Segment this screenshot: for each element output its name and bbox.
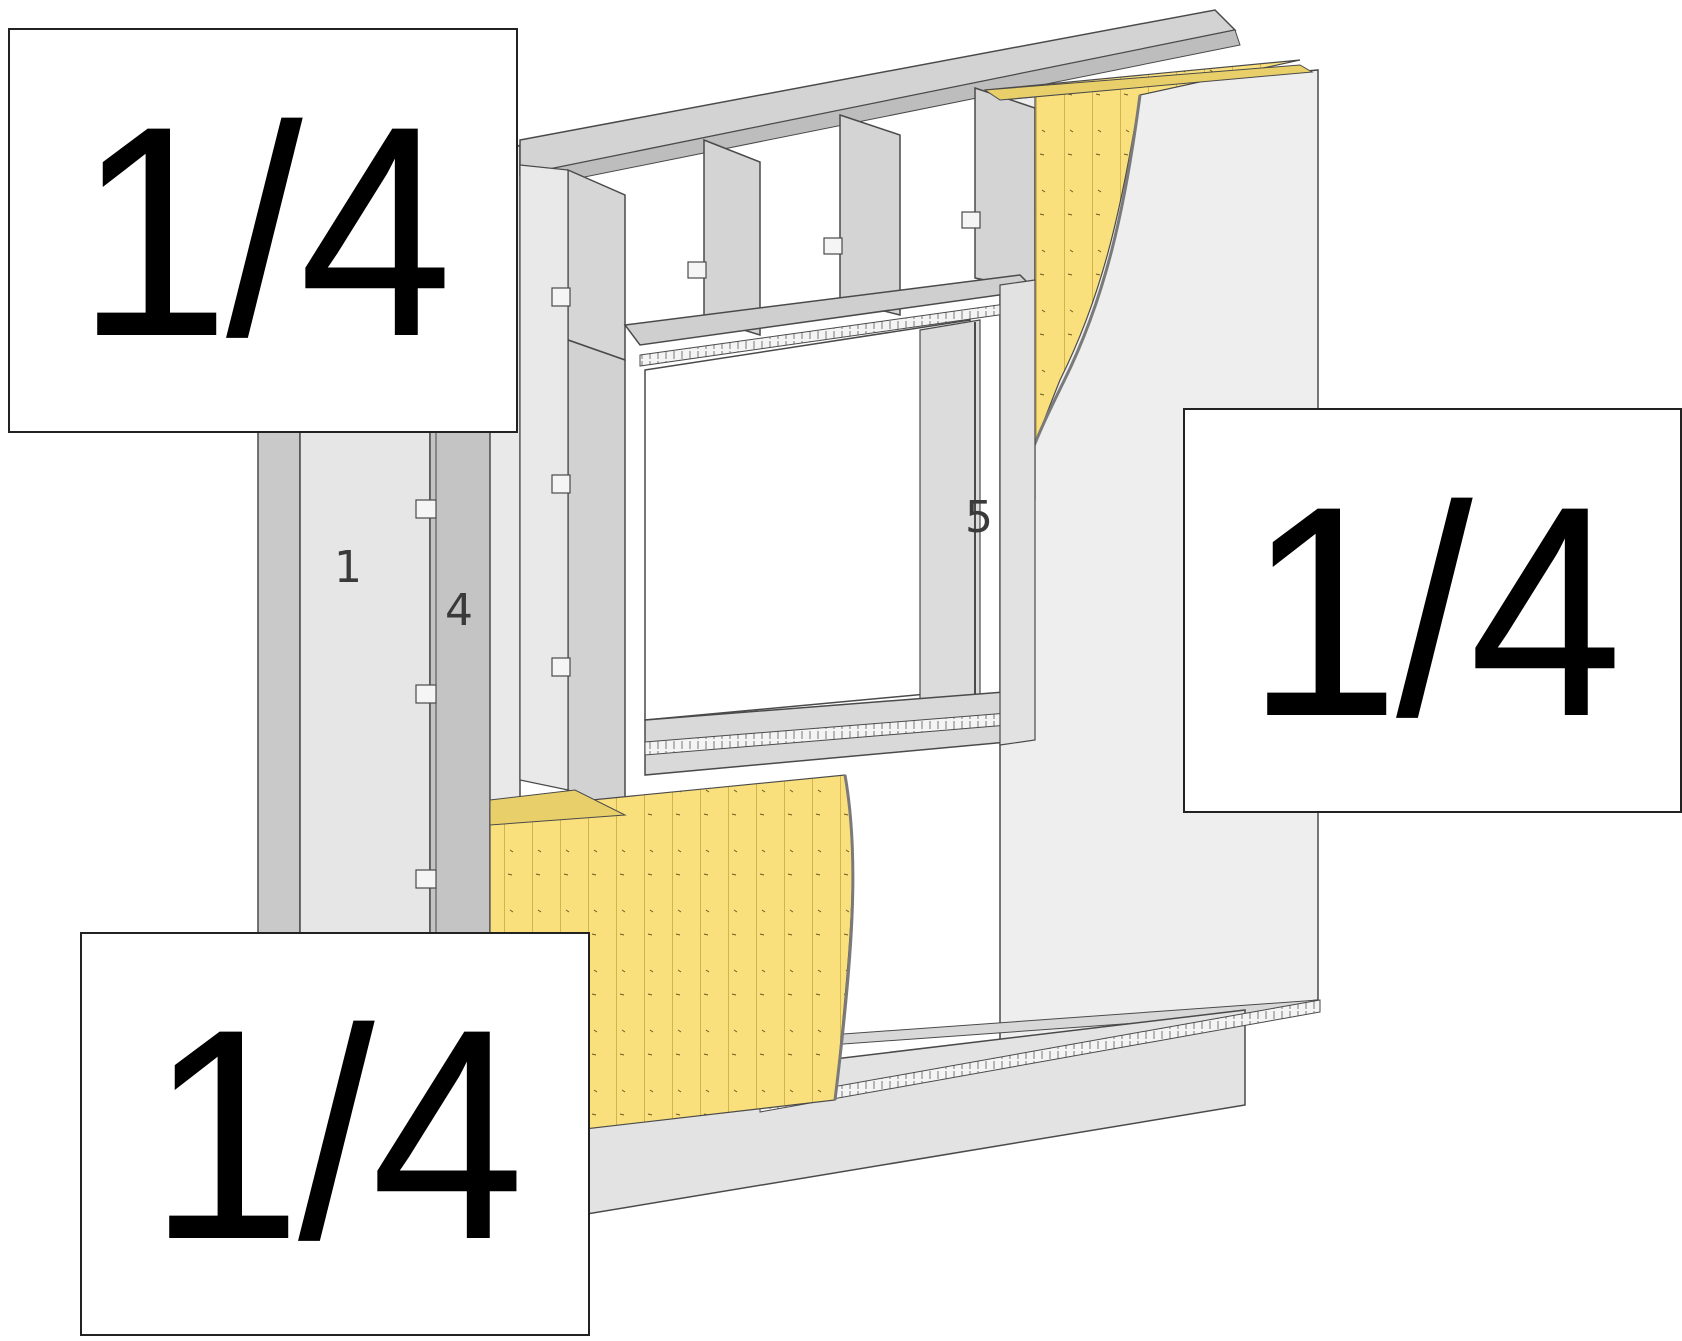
stud-clips-jamb [551,287,571,677]
stud-clips-left [415,499,437,889]
jamb-stud-left [567,168,626,362]
jamb-stud-left-lower [567,338,626,817]
callout-text-top-left: 1/4 [76,62,453,399]
callout-box-right: 1/4 [1183,408,1682,813]
insulation-lower-top [489,789,627,826]
part-label-5: 5 [965,492,993,543]
part-label-4: 4 [445,585,473,636]
jamb-stud-left-web [519,164,569,791]
cripple-stud-2 [839,113,901,316]
stud-clips-header [687,211,981,279]
jamb-stud-right [999,279,1036,746]
insulation-upper-top [983,64,1314,101]
callout-text-right: 1/4 [1246,442,1622,779]
board-tear-lower [833,774,855,1101]
cripple-stud-1 [703,138,761,337]
cripple-stud-3 [974,86,1036,291]
part-label-1: 1 [334,542,362,593]
callout-text-bottom-left: 1/4 [148,966,525,1302]
callout-box-bottom-left: 1/4 [80,932,590,1336]
callout-box-top-left: 1/4 [8,28,518,433]
